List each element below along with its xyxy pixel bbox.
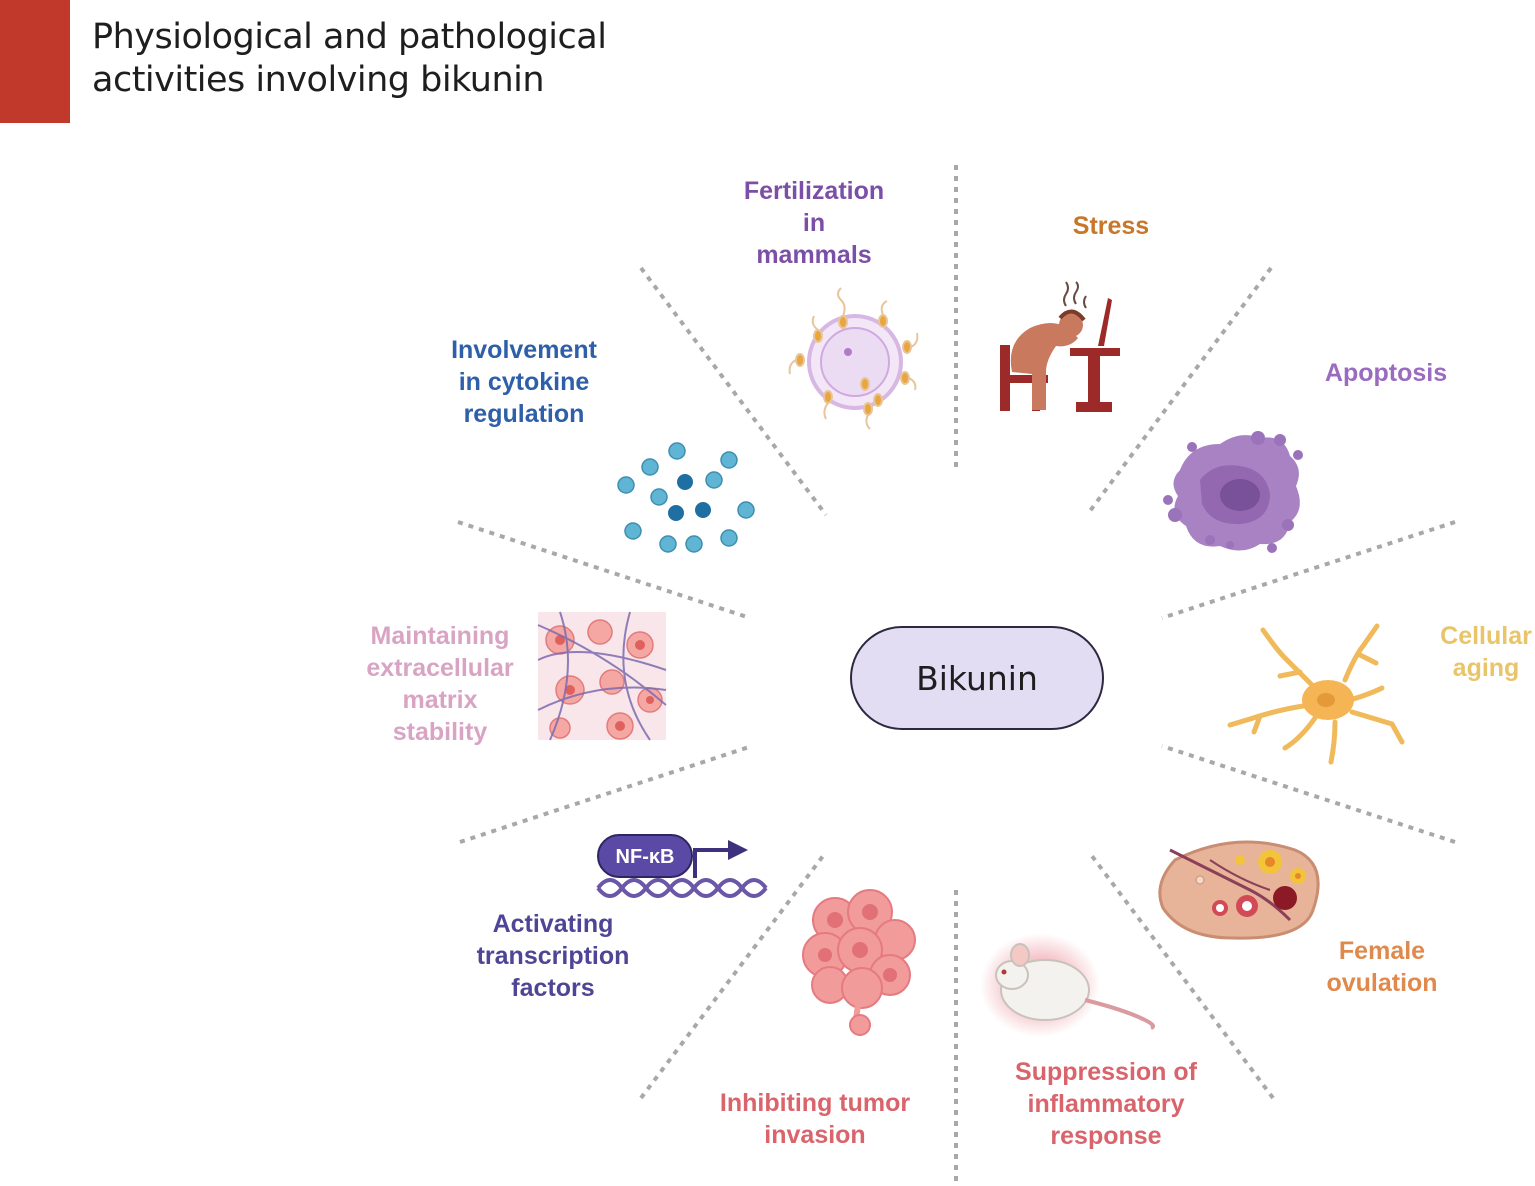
- divider-lines: [457, 165, 1456, 1186]
- label-stress: Stress: [1073, 210, 1149, 242]
- activity-label-line: in: [802, 209, 826, 237]
- activity-label-line: Inhibiting tumor: [719, 1089, 911, 1117]
- bikunin-label: Bikunin: [916, 658, 1038, 698]
- apoptotic-cell-icon: [1163, 431, 1303, 553]
- nfkb-dna-icon: NF-κB: [596, 834, 768, 898]
- activity-label-line: Fertilization: [743, 177, 885, 205]
- activity-label-line: invasion: [764, 1121, 866, 1149]
- activity-label-line: Maintaining: [370, 622, 510, 650]
- divider-line: [639, 850, 828, 1100]
- activity-label-line: Activating: [492, 910, 614, 938]
- header-accent-bar: [0, 0, 70, 123]
- activity-label-line: factors: [511, 974, 595, 1002]
- page-title-line-2: activities involving bikunin: [92, 60, 545, 100]
- activity-label-line: inflammatory: [1027, 1090, 1185, 1118]
- label-ecm: Maintaining extracellular matrix stability: [366, 620, 513, 748]
- activity-label-line: Cellular: [1440, 622, 1532, 650]
- activity-label-line: matrix: [402, 686, 478, 714]
- activity-label-line: extracellular: [366, 654, 514, 682]
- senescent-cell-icon: [1227, 623, 1405, 765]
- divider-line: [639, 266, 828, 517]
- activity-label-line: mammals: [756, 241, 872, 269]
- activity-label-line: Female: [1338, 937, 1426, 965]
- cytokine-dots-icon: [617, 442, 755, 553]
- tumor-cells-icon: [802, 889, 916, 1036]
- extracellular-matrix-icon: [537, 611, 667, 741]
- activity-label-line: Involvement: [451, 336, 597, 364]
- ovary-icon: [1158, 840, 1320, 940]
- label-inflammation: Suppression of inflammatory response: [1015, 1056, 1197, 1152]
- divider-line: [1161, 520, 1456, 620]
- label-transcription: Activating transcription factors: [477, 908, 630, 1004]
- label-cellular-aging: Cellular aging: [1440, 620, 1532, 684]
- page-title-line-1: Physiological and pathological: [92, 17, 607, 57]
- divider-line: [457, 520, 751, 620]
- activity-label-line: regulation: [463, 400, 585, 428]
- activity-label-line: transcription: [476, 942, 630, 970]
- activity-label-line: in cytokine: [458, 368, 590, 396]
- activity-label-line: Apoptosis: [1324, 359, 1448, 387]
- nfkb-label: NF-κB: [616, 846, 675, 868]
- page-title: Physiological and pathological activitie…: [92, 16, 607, 102]
- sperm-egg-icon: [788, 287, 919, 430]
- divider-line: [1161, 744, 1456, 844]
- stressed-person-icon: [1000, 281, 1120, 412]
- divider-line: [459, 744, 753, 844]
- label-cytokine: Involvement in cytokine regulation: [451, 334, 597, 430]
- label-female-ovulation: Female ovulation: [1326, 935, 1437, 999]
- activity-label-line: Suppression of: [1015, 1058, 1197, 1086]
- label-apoptosis: Apoptosis: [1325, 357, 1447, 389]
- bikunin-node: Bikunin: [850, 626, 1104, 730]
- activity-label-line: ovulation: [1326, 969, 1438, 997]
- label-fertilization: Fertilization in mammals: [744, 175, 884, 271]
- activity-label-line: Stress: [1072, 212, 1150, 240]
- label-tumor-invasion: Inhibiting tumor invasion: [720, 1087, 910, 1151]
- divider-line: [1085, 266, 1273, 517]
- activity-label-line: aging: [1452, 654, 1520, 682]
- mouse-icon: [980, 933, 1155, 1037]
- divider-line: [1087, 850, 1275, 1100]
- activity-label-line: response: [1050, 1122, 1162, 1150]
- activity-label-line: stability: [392, 718, 488, 746]
